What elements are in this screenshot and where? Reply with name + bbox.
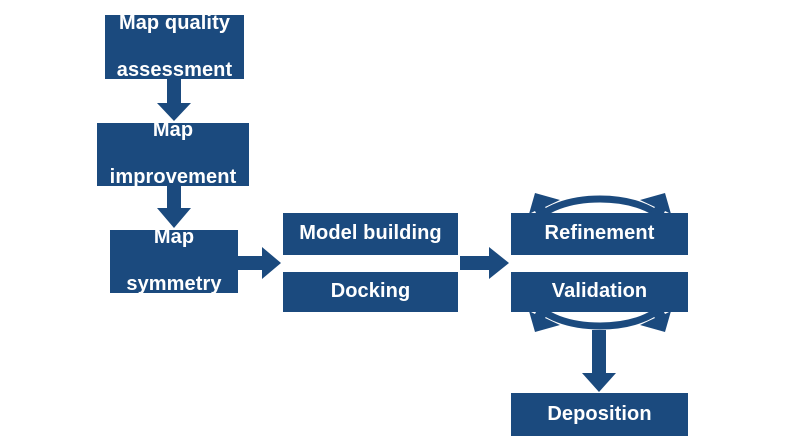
node-deposition-label: Deposition <box>547 402 652 425</box>
node-model-building[interactable]: Model building <box>283 213 458 255</box>
arrow-improvement-to-symmetry-icon <box>157 186 191 228</box>
node-docking-label: Docking <box>330 280 411 303</box>
arrow-quality-to-improvement-icon <box>157 79 191 121</box>
node-refinement[interactable]: Refinement <box>511 213 688 255</box>
node-validation-label: Validation <box>551 280 648 303</box>
node-refinement-label: Refinement <box>544 222 655 245</box>
node-model-building-label: Model building <box>299 222 442 245</box>
arrow-building-to-refinement-icon <box>460 247 509 279</box>
node-deposition[interactable]: Deposition <box>511 393 688 436</box>
arrow-symmetry-to-building-icon <box>238 247 281 279</box>
node-docking[interactable]: Docking <box>283 272 458 312</box>
arrow-cycle-to-deposition-icon <box>582 330 616 392</box>
node-validation[interactable]: Validation <box>511 272 688 312</box>
